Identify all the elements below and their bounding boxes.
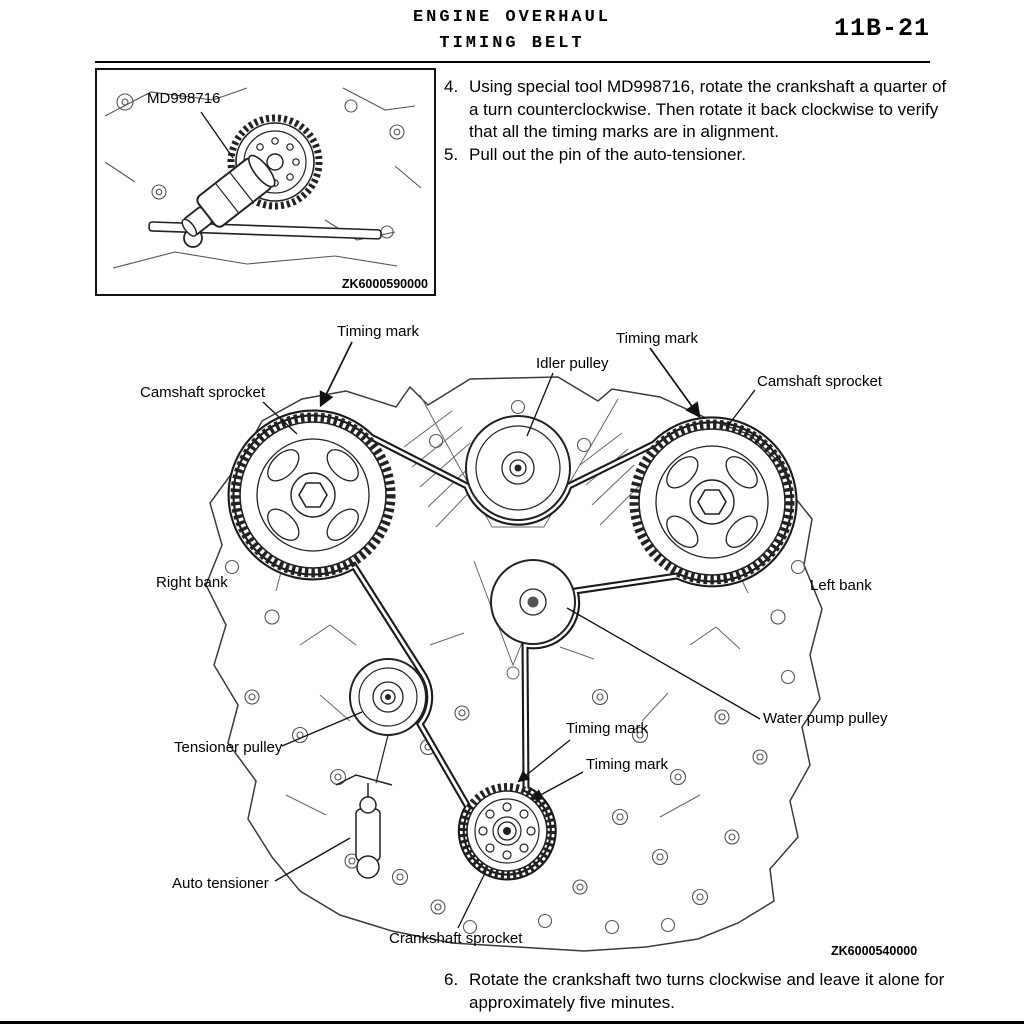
engine-bolts (224, 399, 806, 935)
crankshaft-sprocket-drawing (459, 783, 555, 879)
crankshaft-leader (457, 870, 487, 929)
timing-mark-arrow-lower-2 (531, 771, 584, 800)
label-auto-tensioner: Auto tensioner (172, 875, 269, 892)
auto-tensioner-leader (274, 837, 351, 882)
auto-tensioner-assembly (335, 734, 393, 879)
label-camshaft-sprocket-right: Camshaft sprocket (757, 373, 883, 390)
label-crankshaft-sprocket: Crankshaft sprocket (389, 930, 523, 947)
step-5-text: Pull out the pin of the auto-tensioner. (469, 144, 746, 164)
label-timing-mark-lower-2: Timing mark (586, 756, 668, 773)
callout-lines (262, 341, 761, 929)
page-header: ENGINE OVERHAUL TIMING BELT (0, 8, 1024, 60)
label-idler-pulley: Idler pulley (536, 355, 609, 372)
water-pump-pulley-drawing (490, 559, 576, 645)
camshaft-left-leader (262, 401, 298, 435)
special-tool-md998716 (148, 154, 382, 248)
idler-pulley-drawing (465, 415, 571, 521)
special-tool-figure: MD998716 ZK6000590000 (95, 68, 436, 296)
step-6: 6. Rotate the crankshaft two turns clock… (444, 969, 949, 1014)
timing-mark-arrow-left (319, 341, 353, 408)
step-5: 5. Pull out the pin of the auto-tensione… (444, 144, 948, 167)
step-6-number: 6. (444, 970, 459, 989)
timing-belt-diagram (205, 341, 823, 952)
header-line2: TIMING BELT (439, 34, 585, 53)
tool-leader-line (200, 111, 234, 159)
diagram-figure-code: ZK6000540000 (831, 944, 918, 958)
special-tool-illustration (104, 87, 422, 269)
idler-leader (526, 372, 554, 437)
camshaft-right-leader (726, 389, 756, 428)
footer-rule (0, 1021, 1024, 1024)
tool-label: MD998716 (147, 90, 221, 107)
water-pump-leader (566, 607, 761, 720)
label-left-bank: Left bank (810, 577, 872, 594)
step-4-text: Using special tool MD998716, rotate the … (469, 77, 947, 142)
label-tensioner-pulley: Tensioner pulley (174, 739, 283, 756)
tensioner-pulley-drawing (349, 658, 427, 736)
timing-mark-arrow-right (649, 347, 701, 419)
header-rule (95, 61, 930, 63)
camshaft-sprocket-right-drawing (629, 419, 795, 585)
header-line1: ENGINE OVERHAUL (412, 8, 612, 27)
inset-figure-code: ZK6000590000 (341, 277, 428, 291)
step-5-number: 5. (444, 144, 459, 164)
tensioner-leader (281, 711, 363, 747)
label-timing-mark-top-left: Timing mark (337, 323, 419, 340)
camshaft-sprocket-left-drawing (230, 412, 396, 578)
label-timing-mark-top-right: Timing mark (616, 330, 698, 347)
step-4: 4. Using special tool MD998716, rotate t… (444, 76, 948, 144)
page-number: 11B-21 (833, 14, 930, 43)
label-right-bank: Right bank (156, 574, 228, 591)
timing-mark-arrow-lower-1 (517, 739, 571, 783)
label-water-pump-pulley: Water pump pulley (763, 710, 888, 727)
label-timing-mark-lower-1: Timing mark (566, 720, 648, 737)
step-4-number: 4. (444, 77, 459, 96)
instruction-steps: 4. Using special tool MD998716, rotate t… (444, 76, 948, 166)
label-camshaft-sprocket-left: Camshaft sprocket (140, 384, 266, 401)
step-6-text: Rotate the crankshaft two turns clockwis… (469, 970, 945, 1012)
